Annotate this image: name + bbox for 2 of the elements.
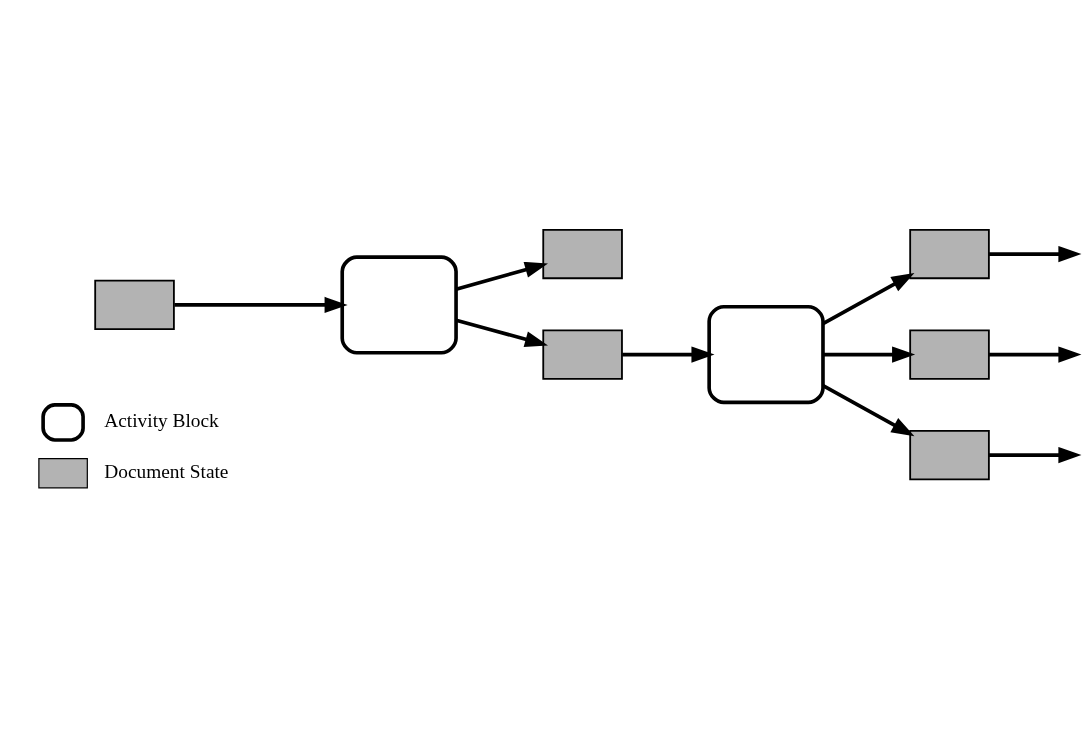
legend-label: Activity Block	[104, 409, 219, 431]
legend-label: Document State	[104, 460, 229, 482]
